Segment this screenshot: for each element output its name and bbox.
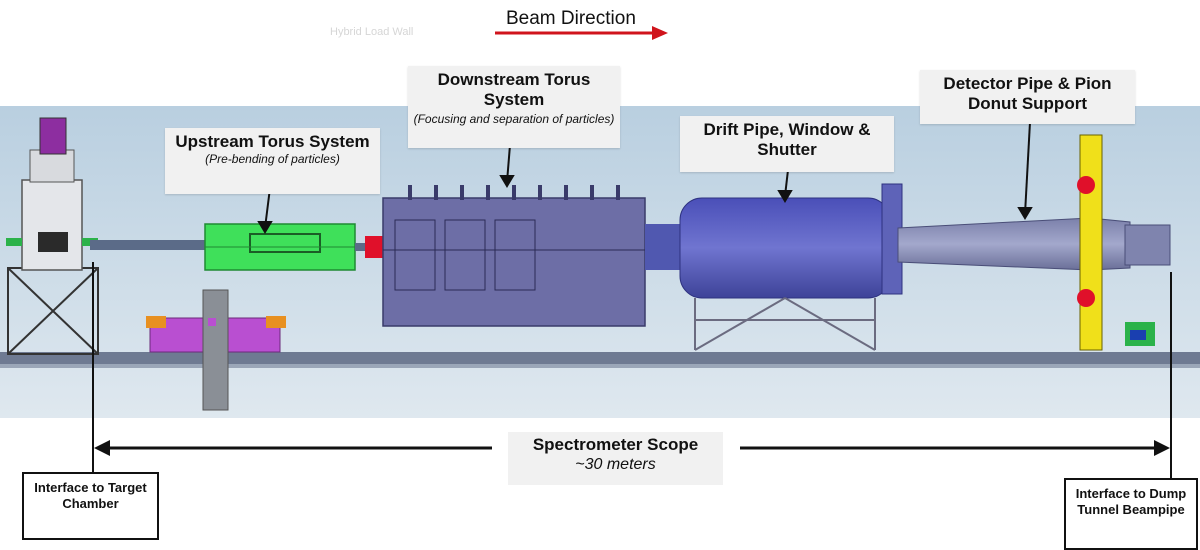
drift-pipe-title: Drift Pipe, Window & Shutter <box>703 120 871 159</box>
floor-slab <box>0 352 1200 364</box>
spectrometer-scope-length: ~30 meters <box>575 456 656 473</box>
target-interface-box: Interface to Target Chamber <box>22 472 159 540</box>
floor-shadow <box>0 364 1200 368</box>
scope-arrowhead-right <box>1154 440 1170 456</box>
detector-pipe <box>897 217 1171 271</box>
beamline-pipe-upstream <box>90 240 208 250</box>
upstream-torus-label: Upstream Torus System (Pre-bending of pa… <box>165 128 380 194</box>
callout-pointers <box>257 121 1033 234</box>
spectrometer-scope-title: Spectrometer Scope <box>532 435 699 454</box>
downstream-torus-subtitle: (Focusing and separation of particles) <box>413 112 615 126</box>
faded-background-text: Hybrid Load Wall <box>330 26 414 38</box>
downstream-torus <box>365 185 646 327</box>
beam-direction-label: Beam Direction <box>506 8 636 29</box>
drift-pipe-label: Drift Pipe, Window & Shutter <box>680 116 894 172</box>
downstream-torus-label: Downstream Torus System (Focusing and se… <box>408 66 620 148</box>
downstream-torus-title: Downstream Torus System <box>437 70 591 109</box>
detector-pipe-title: Detector Pipe & Pion Donut Support <box>943 74 1112 113</box>
beam-direction-arrowhead <box>652 26 668 40</box>
detector-pipe-label: Detector Pipe & Pion Donut Support <box>920 70 1135 124</box>
target-chamber <box>6 117 99 355</box>
drift-pipe <box>679 183 903 351</box>
spectrometer-scope-label: Spectrometer Scope ~30 meters <box>508 432 723 485</box>
upstream-torus <box>204 223 378 271</box>
connector-pipe <box>645 224 685 270</box>
pion-donut-support <box>1077 134 1155 351</box>
upstream-torus-title: Upstream Torus System <box>175 132 370 151</box>
collimator-base <box>146 289 286 411</box>
dump-interface-box: Interface to Dump Tunnel Beampipe <box>1064 478 1198 550</box>
upstream-torus-subtitle: (Pre-bending of particles) <box>205 152 340 166</box>
scope-arrowhead-left <box>94 440 110 456</box>
